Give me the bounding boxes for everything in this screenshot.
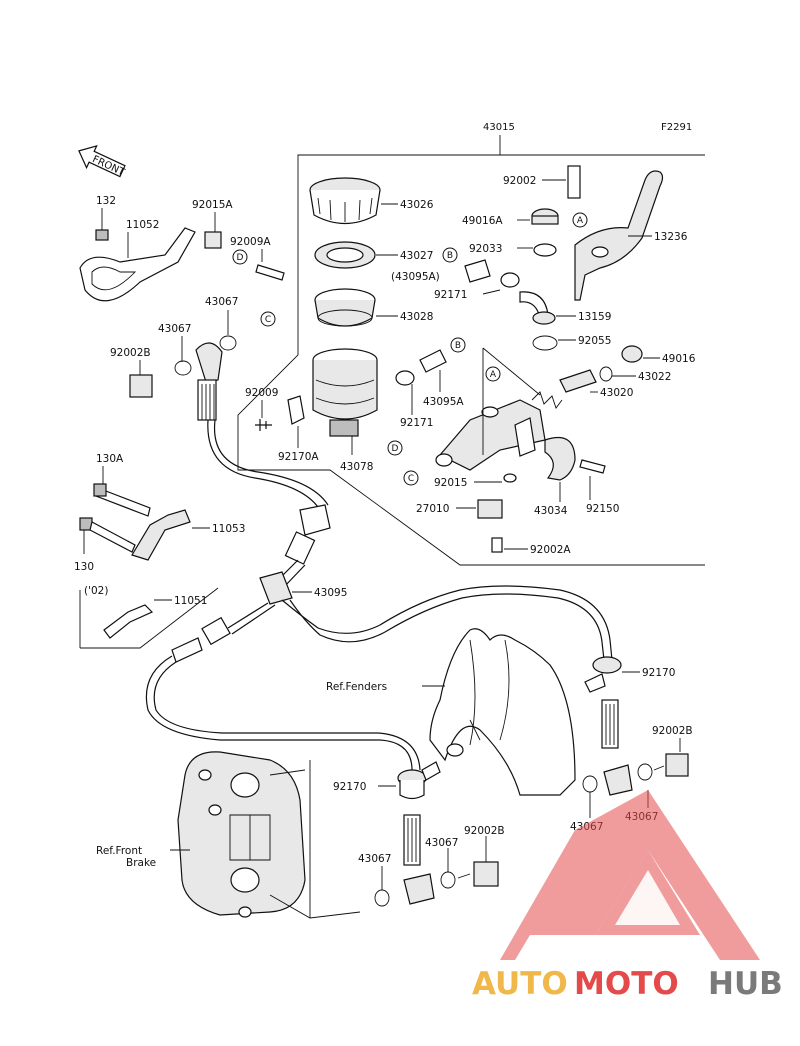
reservoir-tank: 43078 (312, 348, 378, 473)
part-label-43067-left: 43067 (158, 323, 191, 335)
master-cylinder-body (435, 399, 546, 471)
part-label-43027: 43027 (400, 250, 433, 262)
part-label-43026: 43026 (400, 199, 434, 211)
brake-switch: 27010 92015 (416, 473, 517, 519)
part-label-92170-right: 92170 (642, 667, 675, 679)
part-label-92015: 92015 (434, 477, 467, 489)
front-brake-caliper: Ref.Front Brake (96, 751, 361, 919)
bracket-11053: 130A 11053 130 (74, 453, 245, 573)
watermark-text-hub: HUB (708, 966, 783, 1002)
part-label-43095A: 43095A (423, 396, 464, 408)
part-label-92170-left: 92170 (333, 781, 366, 793)
part-label-92002: 92002 (503, 175, 536, 187)
part-label-49016A: 49016A (462, 215, 503, 227)
snap-ring-43022: 43022 (599, 366, 671, 383)
part-label-27010: 27010 (416, 503, 449, 515)
svg-text:A: A (490, 370, 497, 380)
part-label-11051: 11051 (174, 595, 207, 607)
bracket-11052: 132 11052 92015A 92009A (79, 195, 285, 302)
watermark-logo: AUTO MOTO HUB (472, 790, 783, 1002)
ref-front-brake-line1: Ref.Front (96, 845, 142, 857)
svg-text:C: C (408, 474, 414, 484)
callout-markers: A B B A D C D C (232, 212, 588, 486)
part-label-92015A: 92015A (192, 199, 233, 211)
part-label-92055: 92055 (578, 335, 611, 347)
washer-92033: 92033 (469, 243, 557, 257)
hose-clamp-left: 92171 43095A (395, 349, 464, 429)
part-label-92002B-bottom: 92002B (464, 825, 505, 837)
part-label-43015: 43015 (483, 122, 515, 133)
ref-front-brake-line2: Brake (126, 857, 156, 869)
ref-fenders: Ref.Fenders (326, 681, 387, 693)
part-label-43095A-paren: (43095A) (391, 271, 440, 283)
part-label-92009: 92009 (245, 387, 278, 399)
part-label-92033: 92033 (469, 243, 502, 255)
bracket-11051-box: ('02) 11051 (79, 585, 219, 649)
part-label-43078: 43078 (340, 461, 373, 473)
elbow-pipe: 13159 (519, 291, 611, 325)
part-label-132: 132 (96, 195, 116, 207)
figure-code: F2291 (661, 122, 692, 133)
part-label-130: 130 (74, 561, 94, 573)
diaphragm-plate: 43027 (314, 241, 433, 269)
part-label-43067-b1: 43067 (358, 853, 391, 865)
part-label-92002B-right: 92002B (652, 725, 693, 737)
reservoir-cap: 43026 (309, 177, 434, 224)
svg-text:B: B (455, 341, 461, 351)
piston-kit: 43020 (531, 369, 633, 409)
watermark-text-auto: AUTO (472, 966, 568, 1002)
part-label-43067-top: 43067 (205, 296, 238, 308)
part-label-92170A: 92170A (278, 451, 319, 463)
cap-49016A: 49016A (462, 208, 559, 227)
handlebar-clamp: 43034 92150 (534, 436, 619, 517)
part-label-43022: 43022 (638, 371, 671, 383)
svg-text:C: C (265, 315, 271, 325)
part-label-92171: 92171 (434, 289, 467, 301)
part-label-11053: 11053 (212, 523, 245, 535)
part-label-49016: 49016 (662, 353, 696, 365)
part-label-43028: 43028 (400, 311, 433, 323)
part-label-130A: 130A (96, 453, 124, 465)
assembly-frame: 43015 (237, 122, 705, 566)
part-label-43034: 43034 (534, 505, 568, 517)
svg-text:D: D (392, 444, 399, 454)
front-arrow-icon: FRONT (78, 144, 127, 179)
banjo-bolt: 92002 (503, 165, 581, 199)
part-label-13236: 13236 (654, 231, 688, 243)
hose-fitting-top: (43095A) 92171 (391, 259, 520, 301)
brake-lever: 13236 (574, 170, 688, 301)
part-label-43020: 43020 (600, 387, 633, 399)
screw-92002A: 92002A (491, 537, 571, 556)
part-label-92002B-top: 92002B (110, 347, 151, 359)
part-label-43067-b2: 43067 (425, 837, 458, 849)
svg-text:A: A (577, 216, 584, 226)
part-label-92002A: 92002A (530, 544, 571, 556)
part-label-92009A: 92009A (230, 236, 271, 248)
part-label-92171-left: 92171 (400, 417, 433, 429)
svg-text:B: B (447, 251, 453, 261)
watermark-text-moto: MOTO (574, 966, 679, 1002)
part-label-13159: 13159 (578, 311, 611, 323)
upper-banjo-fitting: 43067 43067 92002B (110, 296, 238, 421)
svg-text:D: D (237, 253, 244, 263)
left-brake-line-end: 92170 43067 43067 92002B (333, 761, 505, 907)
o-ring-92055: 92055 (532, 335, 611, 351)
year-note: ('02) (84, 585, 108, 597)
diaphragm: 43028 (314, 288, 433, 327)
reservoir-bracket: 92009 92170A (245, 387, 319, 463)
dust-cover-49016: 49016 (621, 345, 696, 365)
part-label-92150: 92150 (586, 503, 619, 515)
part-label-11052: 11052 (126, 219, 159, 231)
brake-hoses: 43095 (145, 419, 613, 771)
front-fender: Ref.Fenders (326, 628, 576, 796)
part-label-43095: 43095 (314, 587, 347, 599)
